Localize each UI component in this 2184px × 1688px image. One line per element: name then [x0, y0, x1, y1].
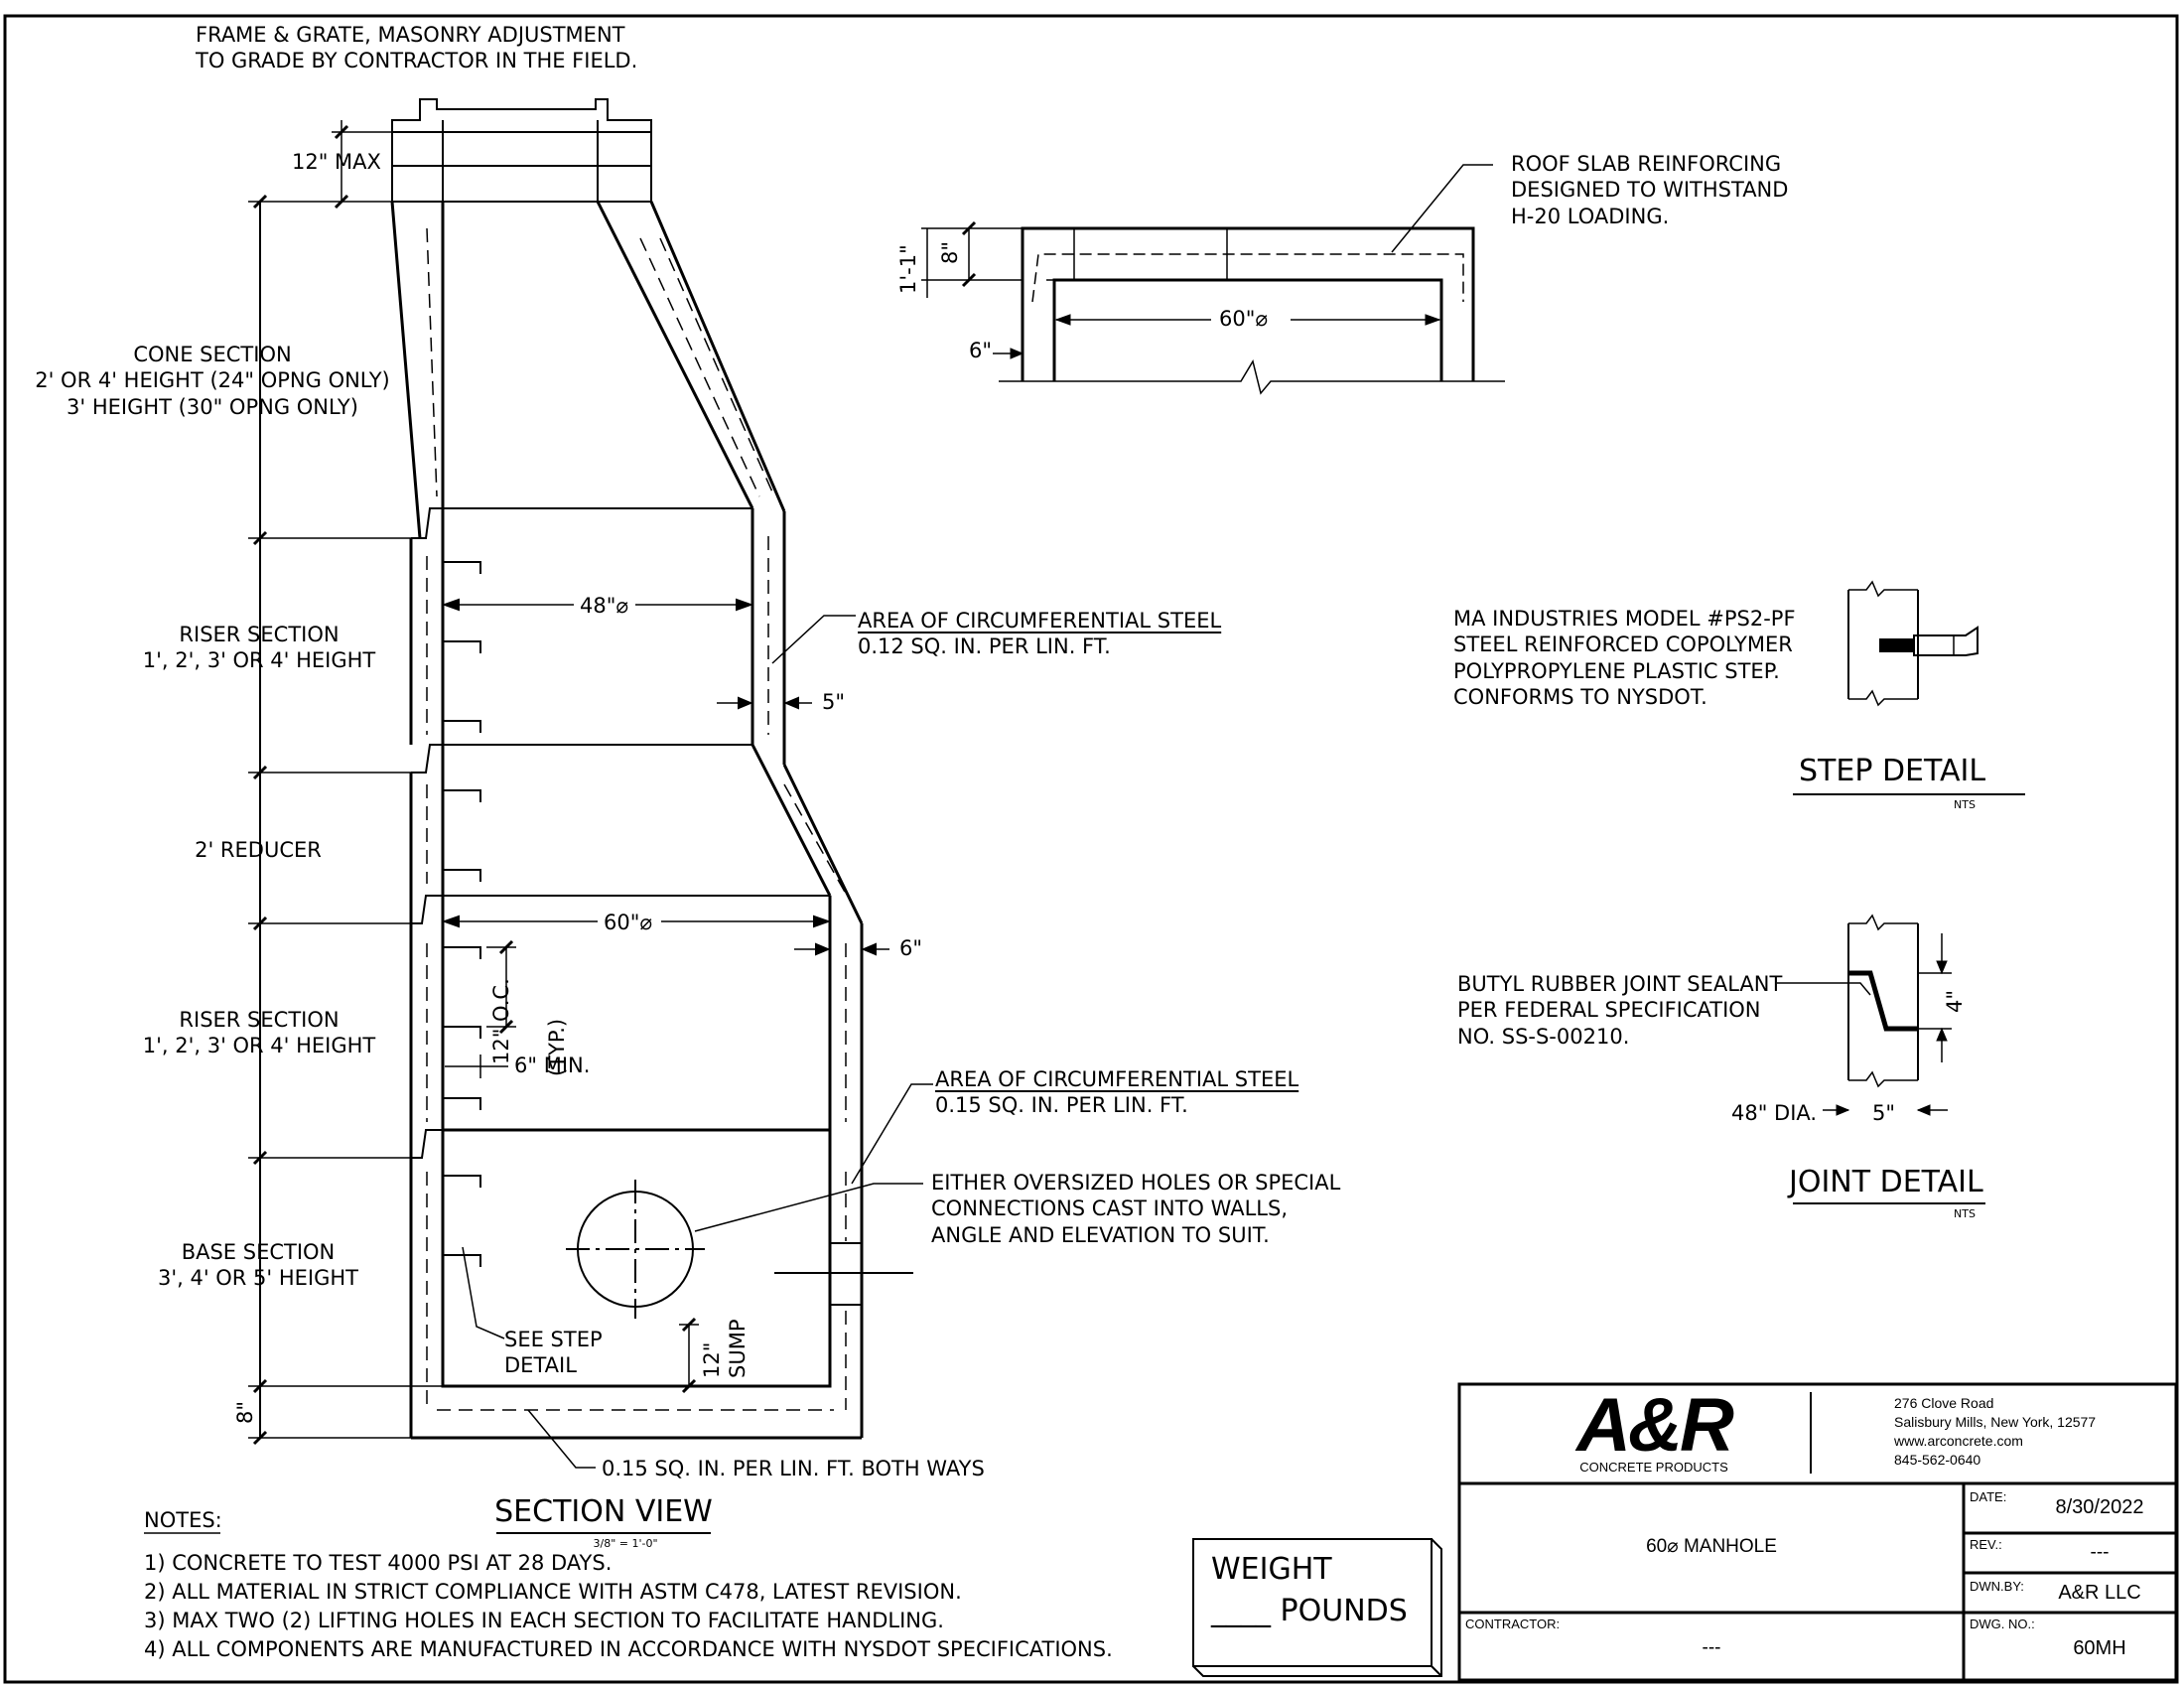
base-interior [441, 1128, 832, 1388]
weight-pounds: ____ POUNDS [1211, 1594, 1408, 1628]
sump-label: SUMP [726, 1319, 750, 1378]
holes-note: EITHER OVERSIZED HOLES OR SPECIAL CONNEC… [931, 1171, 1341, 1247]
contractor-value: --- [1702, 1637, 1721, 1658]
dwg-no-label: DWG. NO.: [1970, 1617, 2035, 1631]
steel-lower-note: AREA OF CIRCUMFERENTIAL STEEL 0.15 SQ. I… [935, 1067, 1299, 1118]
project-title: 60⌀ MANHOLE [1646, 1536, 1777, 1557]
joint-4 [411, 1129, 443, 1159]
roof-dim-6: 6" [969, 339, 993, 362]
dim-8-base: 8" [233, 1400, 257, 1424]
riser-section-lower-label: RISER SECTION 1', 2', 3' OR 4' HEIGHT [142, 1008, 376, 1058]
weight-label: WEIGHT [1211, 1552, 1332, 1587]
steps [443, 561, 481, 1267]
cone-outer-left [390, 201, 422, 539]
dwg-no-value: 60MH [2073, 1637, 2126, 1659]
joint-dim-4: 4" [1943, 989, 1967, 1013]
company-address: 276 Clove Road Salisbury Mills, New York… [1894, 1395, 2097, 1468]
date-value: 8/30/2022 [2055, 1496, 2144, 1518]
base-steel-note: 0.15 SQ. IN. PER LIN. FT. BOTH WAYS [602, 1457, 985, 1480]
step-detail-note: MA INDUSTRIES MODEL #PS2-PF STEEL REINFO… [1453, 607, 1796, 709]
dim-6-min: 6" MIN. [514, 1054, 591, 1077]
frame-grate-note: FRAME & GRATE, MASONRY ADJUSTMENT TO GRA… [196, 23, 638, 73]
riser-section-upper-label: RISER SECTION 1', 2', 3' OR 4' HEIGHT [142, 623, 376, 673]
notes-list: 1) CONCRETE TO TEST 4000 PSI AT 28 DAYS.… [144, 1549, 1113, 1664]
joint-2 [411, 744, 443, 774]
section-view-title: SECTION VIEW [494, 1494, 713, 1529]
grade-ring-lower [391, 165, 652, 203]
rev-label: REV.: [1970, 1537, 2002, 1552]
roof-dim-60: 60"⌀ [1219, 307, 1269, 331]
cone-inner-right [596, 201, 754, 509]
dim-12-max: 12" MAX [292, 150, 381, 174]
steel-upper-note: AREA OF CIRCUMFERENTIAL STEEL 0.12 SQ. I… [858, 609, 1222, 659]
roof-dim-8: 8" [938, 240, 962, 264]
roof-slab-note: ROOF SLAB REINFORCING DESIGNED TO WITHST… [1511, 152, 1789, 228]
joint-dim-48-dia: 48" DIA. [1731, 1101, 1818, 1125]
note-item: 1) CONCRETE TO TEST 4000 PSI AT 28 DAYS. [144, 1551, 613, 1575]
reinforcing-steel [426, 227, 847, 1411]
joint-3 [411, 895, 443, 924]
drawn-by-value: A&R LLC [2058, 1582, 2141, 1604]
dim-5-wall: 5" [822, 690, 846, 714]
rev-value: --- [2090, 1542, 2110, 1563]
step-detail-linework [1793, 580, 2025, 795]
dim-48-dia: 48"⌀ [580, 594, 629, 618]
section-view-linework [248, 98, 933, 1469]
reducer-label: 2' REDUCER [195, 838, 322, 862]
sheet-border [3, 14, 2179, 1684]
company-logo: A&R [1576, 1383, 1734, 1468]
weight-box [1192, 1538, 1442, 1677]
step-detail-title: STEP DETAIL [1799, 754, 1986, 788]
dim-6-wall: 6" [899, 936, 923, 960]
base-section-label: BASE SECTION 3', 4' OR 5' HEIGHT [157, 1240, 359, 1291]
dim-1-1: 1'-1" [896, 244, 920, 294]
cone-section-label: CONE SECTION 2' OR 4' HEIGHT (24" OPNG O… [35, 343, 390, 419]
title-block-lines [1457, 1382, 2178, 1682]
dim-60-dia: 60"⌀ [604, 911, 653, 934]
reducer-outer-right [782, 764, 864, 924]
dim-12-oc: 12" O.C. [489, 978, 513, 1064]
date-label: DATE: [1970, 1489, 2007, 1504]
joint-detail-title: JOINT DETAIL [1789, 1165, 1983, 1199]
cone-outer-right [649, 201, 786, 512]
notes-heading: NOTES: [144, 1508, 222, 1532]
step-detail-scale: NTS [1954, 798, 1976, 811]
note-item: 2) ALL MATERIAL IN STRICT COMPLIANCE WIT… [144, 1580, 962, 1604]
note-item: 3) MAX TWO (2) LIFTING HOLES IN EACH SEC… [144, 1609, 944, 1632]
dim-12-sump: 12" [700, 1341, 724, 1378]
note-item: 4) ALL COMPONENTS ARE MANUFACTURED IN AC… [144, 1637, 1113, 1661]
contractor-label: CONTRACTOR: [1465, 1617, 1561, 1631]
joint-dim-5: 5" [1872, 1101, 1896, 1125]
reducer-inner-right [751, 744, 832, 897]
frame-grate [391, 98, 652, 132]
joint-detail-note: BUTYL RUBBER JOINT SEALANT PER FEDERAL S… [1457, 972, 1783, 1049]
company-logo-subtitle: CONCRETE PRODUCTS [1579, 1460, 1728, 1475]
joint-detail-linework [1777, 914, 1985, 1204]
roof-slab-linework [921, 164, 1505, 395]
drawn-by-label: DWN.BY: [1970, 1579, 2024, 1594]
grade-ring-upper [391, 131, 652, 167]
see-step-detail: SEE STEP DETAIL [504, 1328, 603, 1378]
section-view-scale: 3/8" = 1'-0" [593, 1537, 658, 1550]
joint-1 [411, 507, 443, 539]
joint-detail-scale: NTS [1954, 1207, 1976, 1220]
